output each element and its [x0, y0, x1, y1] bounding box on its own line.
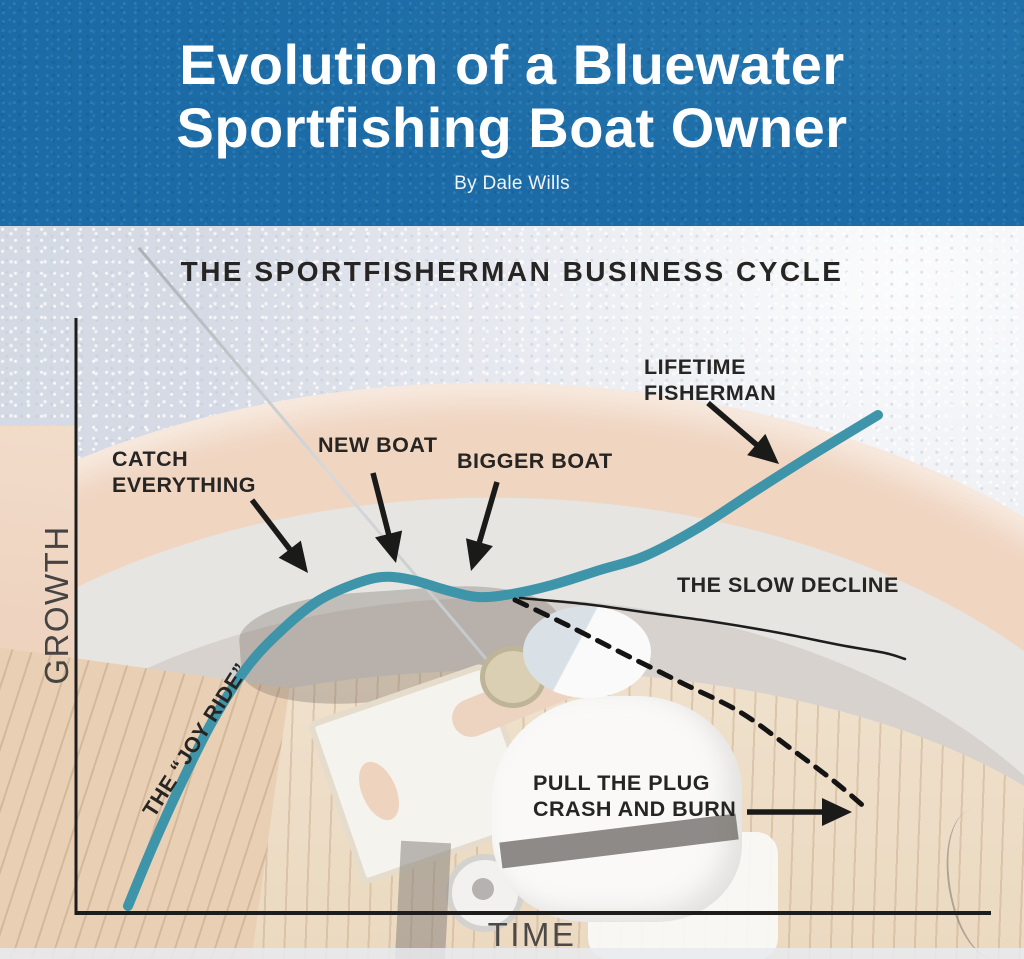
bigger-boat-arrow-line [475, 481, 500, 549]
header-banner: Evolution of a Bluewater Sportfishing Bo… [0, 0, 1024, 226]
crash-and-burn-curve [512, 597, 871, 813]
pull-the-plug-arrowhead-icon [822, 798, 852, 826]
annotation-bigger-boat: BIGGER BOAT [457, 449, 613, 473]
annotation-catch-everything: CATCH EVERYTHING [112, 447, 256, 498]
y-axis-label: GROWTH [38, 525, 75, 685]
annotation-lifetime-fisherman: LIFETIME FISHERMAN [644, 355, 777, 406]
x-axis-label: TIME [487, 916, 577, 953]
boat-owner-growth-curve [123, 410, 883, 911]
page-title-line2: Sportfishing Boat Owner [176, 95, 848, 159]
new-boat-arrow-line [370, 472, 393, 541]
page-title: Evolution of a Bluewater Sportfishing Bo… [0, 33, 1024, 159]
new-boat-arrowhead-icon [375, 530, 403, 563]
annotation-pull-the-plug: PULL THE PLUG CRASH AND BURN [533, 771, 737, 822]
bigger-boat-arrowhead-icon [465, 538, 493, 571]
lifetime-fisherman-arrowhead-icon [747, 433, 779, 464]
catch-everything-arrowhead-icon [278, 540, 308, 573]
page-title-line1: Evolution of a Bluewater [179, 33, 845, 96]
lifetime-fisherman-arrow-line [706, 400, 763, 451]
chart-title: THE SPORTFISHERMAN BUSINESS CYCLE [180, 256, 844, 287]
byline: By Dale Wills [454, 173, 570, 195]
annotation-slow-decline: THE SLOW DECLINE [677, 573, 899, 597]
slow-decline-curve [518, 596, 907, 661]
annotation-new-boat: NEW BOAT [318, 433, 438, 457]
catch-everything-arrow-line [249, 498, 296, 556]
